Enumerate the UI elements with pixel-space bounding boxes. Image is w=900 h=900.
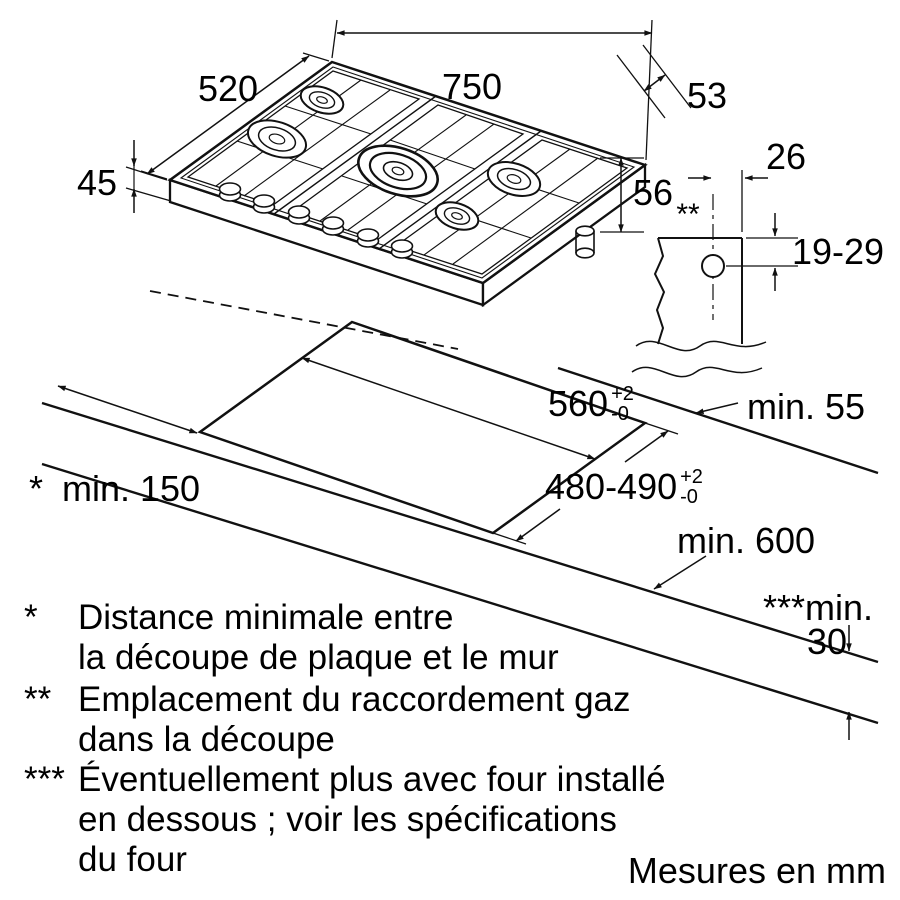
section-divider <box>273 95 437 215</box>
tol-plus: +2 <box>611 383 634 405</box>
dim-line-560 <box>301 357 596 460</box>
burner-left-back <box>299 85 345 115</box>
dim-cutout-depth-label: 480-490 +2 -0 <box>545 466 703 508</box>
dim-cutout-width-label: 560 +2 -0 <box>548 383 634 425</box>
footnote-line: Emplacement du raccordement gaz <box>78 680 631 719</box>
dim-line-min150 <box>57 385 198 434</box>
tol-plus: +2 <box>680 466 703 488</box>
footnote-line: en dessous ; voir les spécifications <box>78 800 617 839</box>
cutout-width-value: 560 <box>548 383 609 424</box>
dim-750-label: 750 <box>441 66 503 107</box>
footnote-wall-distance: * Distance minimale entre la découpe de … <box>0 598 900 678</box>
cutout-depth-tolerance: +2 -0 <box>680 467 703 507</box>
tol-minus: -0 <box>680 486 698 508</box>
gas-pipe <box>575 225 595 259</box>
dim-line-520 <box>146 55 310 175</box>
footnote-line: Distance minimale entre <box>78 598 454 637</box>
section-divider <box>378 130 542 250</box>
footnote-text: Distance minimale entre la découpe de pl… <box>78 598 900 678</box>
tol-minus: -0 <box>611 403 629 425</box>
hidden-rear-edge-dashed <box>149 290 459 350</box>
break-line <box>635 340 767 352</box>
footnote-line: la découpe de plaque et le mur <box>78 638 559 677</box>
break-line <box>631 366 763 378</box>
burner-right-back <box>486 161 542 197</box>
leader-min600 <box>653 555 707 590</box>
gas-detail-marker: ** <box>676 198 700 231</box>
worktop-front-edge <box>41 401 879 664</box>
side-clearance-marker: * <box>28 468 44 509</box>
footnote-text: Éventuellement plus avec four installé e… <box>78 760 900 880</box>
dim-520-label: 520 <box>197 68 259 109</box>
dim-19-29-label: 19-29 <box>791 231 885 272</box>
dim-min55-label: min. 55 <box>746 386 866 427</box>
dim-53-label: 53 <box>686 75 728 116</box>
footnote-line: Éventuellement plus avec four installé <box>78 760 666 799</box>
dim-56-label: 56 <box>632 172 674 213</box>
cutout-width-tolerance: +2 -0 <box>611 384 634 424</box>
dim-min150-label: min. 150 <box>62 468 201 509</box>
footnote-marker: *** <box>24 760 65 799</box>
footnote-line: dans la découpe <box>78 720 335 759</box>
worktop-rear-edge <box>557 366 879 475</box>
dim-line-53 <box>643 74 666 92</box>
dim-line-480-490 <box>624 430 669 463</box>
worktop-bottom-edge <box>41 462 879 725</box>
burner-right-front <box>434 201 480 231</box>
cutout-depth-value: 480-490 <box>545 466 678 507</box>
gas-connection-detail <box>631 194 767 378</box>
dim-45-label: 45 <box>76 162 118 203</box>
leader-min55 <box>695 402 739 414</box>
burner-center-wok <box>357 144 439 198</box>
dim-26-label: 26 <box>765 136 807 177</box>
gas-inlet-hole <box>701 254 725 278</box>
dim-min30-label-line1: ***min. <box>762 587 874 628</box>
footnote-text: Emplacement du raccordement gaz dans la … <box>78 680 900 760</box>
control-knobs <box>218 182 414 259</box>
footnote-marker: ** <box>24 680 52 719</box>
footnote-gas-connection: ** Emplacement du raccordement gaz dans … <box>0 680 900 760</box>
dimension-lines <box>57 19 852 740</box>
footnote-oven-below: *** Éventuellement plus avec four instal… <box>0 760 900 880</box>
dim-min600-label: min. 600 <box>676 520 816 561</box>
units-note: Mesures en mm <box>627 850 886 891</box>
dim-min30-label-line2: 30 <box>806 621 848 662</box>
footnote-marker: * <box>24 598 38 637</box>
footnote-line: du four <box>78 840 187 879</box>
